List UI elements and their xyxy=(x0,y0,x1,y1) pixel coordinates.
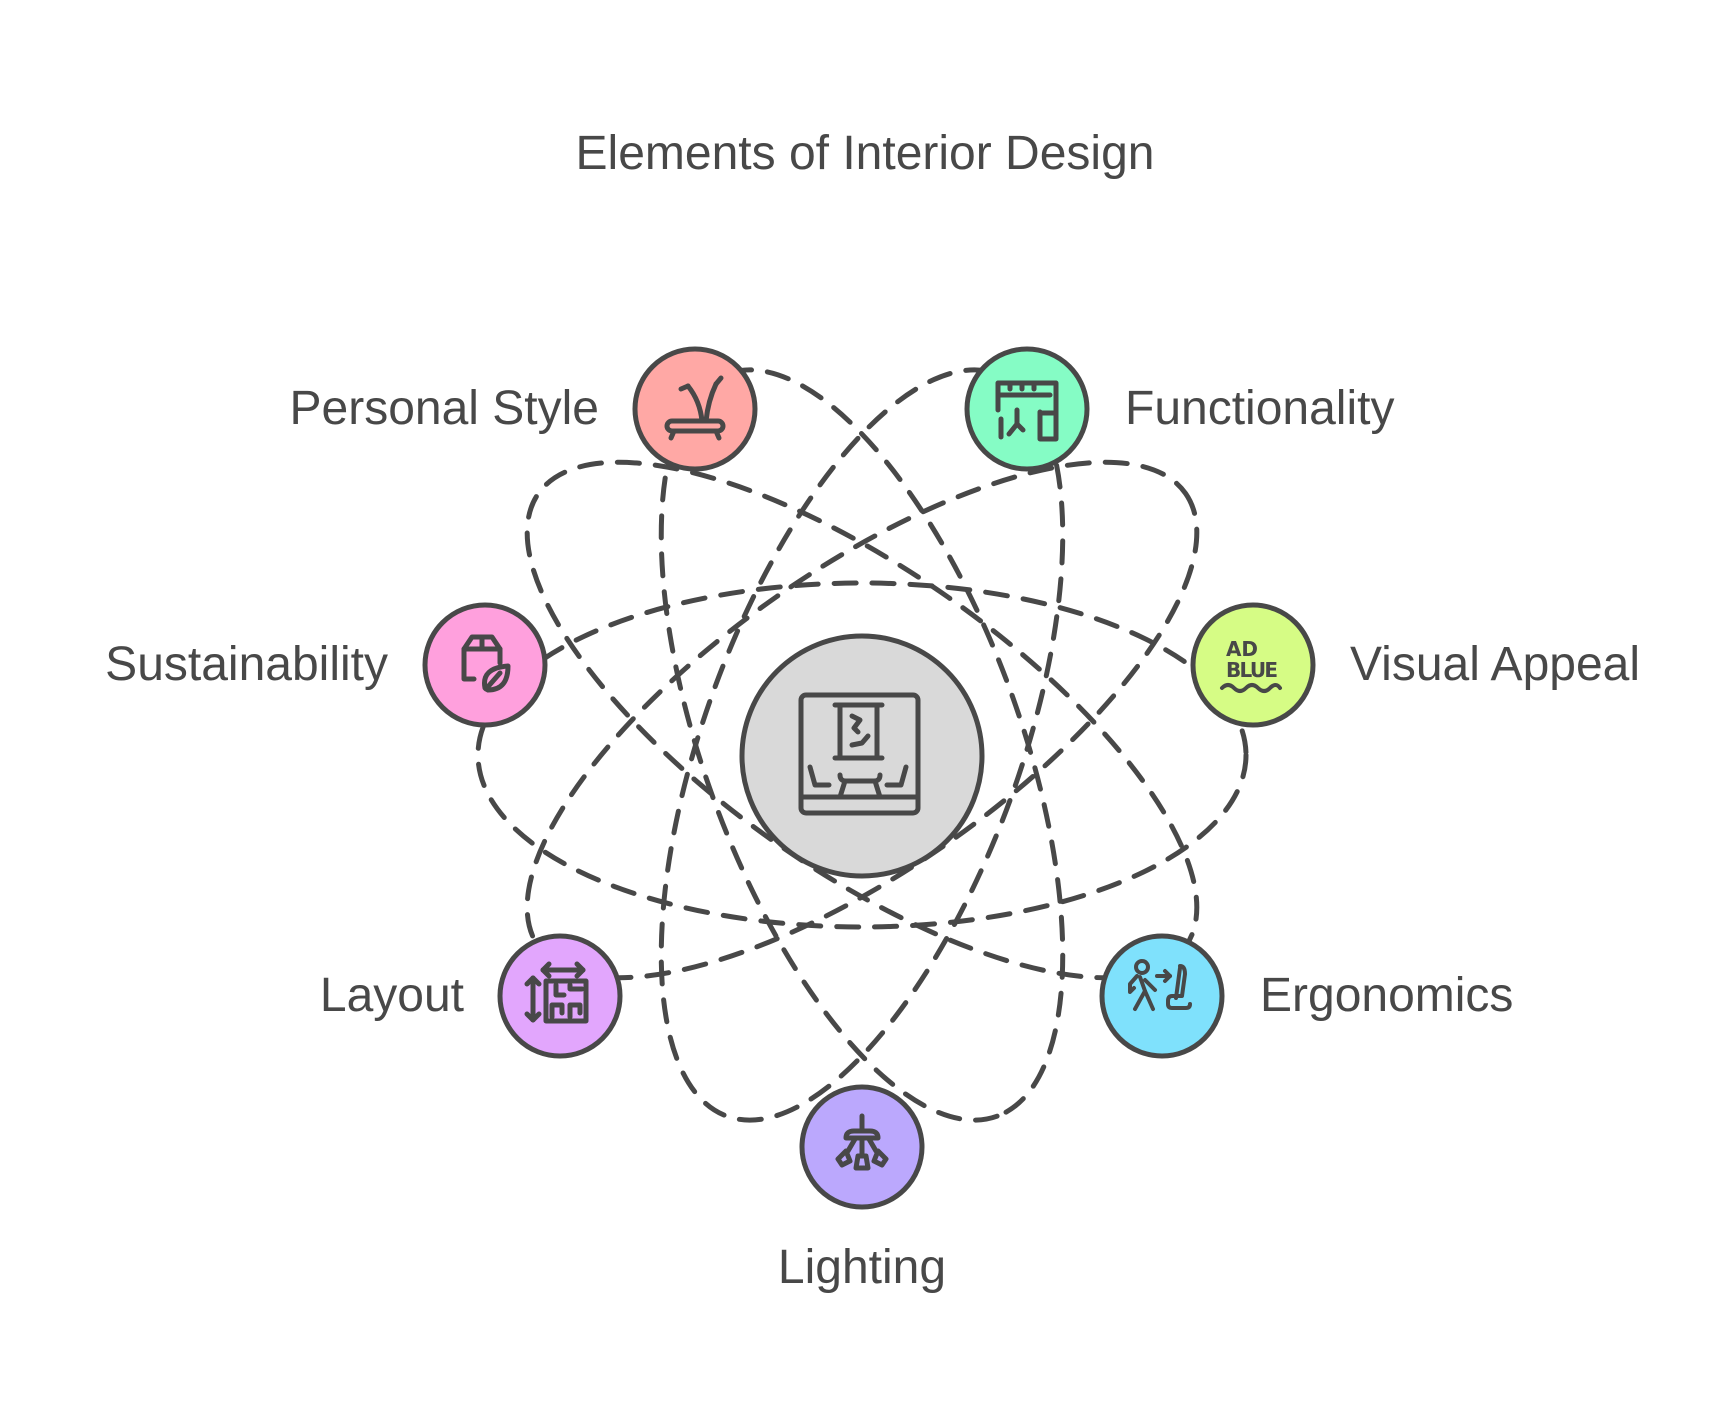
floorplan-icon xyxy=(995,380,1059,442)
eco-box-leaf-icon xyxy=(461,634,511,693)
center-node xyxy=(739,633,985,879)
orbit-ellipse-horizontal xyxy=(475,580,1249,930)
node-lighting[interactable] xyxy=(799,1084,925,1210)
svg-text:AD: AD xyxy=(1226,637,1258,661)
orbit-ellipse-neg35 xyxy=(524,459,1200,981)
chandelier-icon xyxy=(835,1113,889,1171)
interior-room-icon xyxy=(798,692,921,816)
node-functionality[interactable] xyxy=(964,346,1090,472)
label-ergonomics: Ergonomics xyxy=(1260,969,1514,1022)
person-to-seat-icon xyxy=(1128,959,1192,1011)
label-lighting: Lighting xyxy=(777,1241,947,1294)
label-personal-style: Personal Style xyxy=(289,382,600,435)
node-visual-appeal[interactable]: AD BLUE xyxy=(1190,602,1316,728)
node-personal-style[interactable] xyxy=(632,346,758,472)
label-layout: Layout xyxy=(319,969,464,1022)
bench-plant-icon xyxy=(664,375,726,441)
label-sustainability: Sustainability xyxy=(105,638,388,691)
layout-dimensions-icon xyxy=(524,961,589,1024)
node-layout[interactable] xyxy=(497,933,623,1059)
node-ergonomics[interactable] xyxy=(1099,933,1225,1059)
ad-blue-icon: AD BLUE xyxy=(1220,637,1282,693)
label-functionality: Functionality xyxy=(1125,382,1395,435)
orbit-ellipse-70 xyxy=(658,367,1066,1123)
node-sustainability[interactable] xyxy=(422,602,548,728)
diagram-title: Elements of Interior Design xyxy=(575,127,1155,180)
label-visual-appeal: Visual Appeal xyxy=(1350,638,1641,691)
svg-text:BLUE: BLUE xyxy=(1226,658,1278,682)
